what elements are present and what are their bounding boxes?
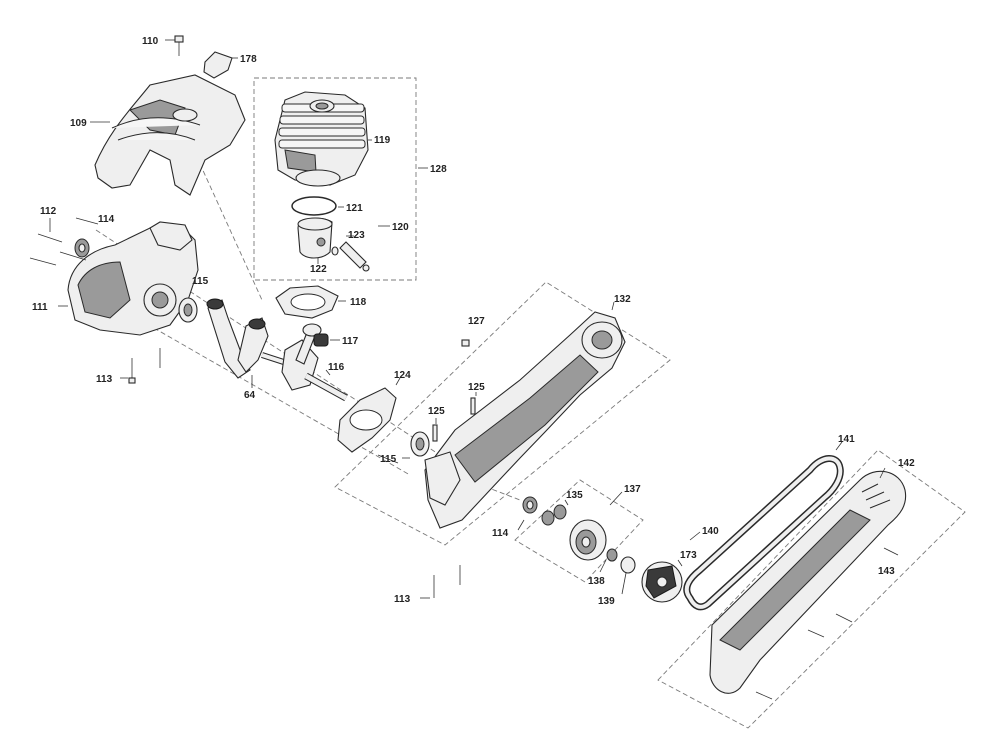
clutch-drum-137 [569,519,607,561]
label-114-right: 114 [492,528,509,539]
label-121: 121 [346,203,363,214]
label-113-right: 113 [394,594,411,605]
gasket-124 [337,377,401,453]
label-118: 118 [350,297,367,308]
screw-110 [165,35,184,56]
pins-115-right [377,454,399,464]
washer-139 [620,556,636,574]
piston-pin-123 [331,241,370,272]
needle-bearing-117 [313,333,340,347]
label-120: 120 [392,222,409,233]
piston-ring-121 [291,196,344,216]
label-135: 135 [566,490,583,501]
seal-114-left [74,238,90,258]
label-112: 112 [40,206,57,217]
crankcase-111 [58,221,199,336]
label-137: 137 [624,484,641,495]
label-178: 178 [240,54,257,65]
label-124: 124 [394,370,411,381]
label-110: 110 [142,36,159,47]
bearing-115-left [178,297,198,323]
group-box-132-arm [334,281,671,546]
label-128: 128 [430,164,447,175]
belt-141 [683,441,844,611]
label-64: 64 [244,390,256,401]
label-114-left: 114 [98,214,115,225]
label-122: 122 [310,264,327,275]
clutch-173 [641,559,683,603]
intake-64 [206,298,269,388]
seal-114-right [522,496,538,514]
plug-127 [461,339,470,347]
label-125-lower: 125 [428,406,445,417]
clip-178 [203,51,238,79]
label-123: 123 [348,230,365,241]
piston-122 [297,217,333,264]
label-115-left: 115 [192,276,209,287]
washer-138 [606,548,618,562]
screws-112 [29,217,99,266]
cylinder-119 [274,91,372,187]
washers-135 [541,504,567,526]
group-box-137-clutch [514,479,644,583]
label-173: 173 [680,550,697,561]
label-132: 132 [614,294,631,305]
label-140: 140 [702,526,719,537]
pins-125 [432,397,476,442]
screws-113-right [420,565,461,599]
cutting-arm-132 [424,301,626,529]
label-117: 117 [342,336,359,347]
label-115-right: 115 [380,454,397,465]
label-143: 143 [878,566,895,577]
label-139: 139 [598,596,615,607]
label-141: 141 [838,434,855,445]
label-138: 138 [588,576,605,587]
belt-guard-142 [709,467,907,694]
label-119: 119 [374,135,391,146]
screws-143 [755,547,899,700]
label-116: 116 [328,362,345,373]
label-142: 142 [898,458,915,469]
group-box-142-cover [657,449,966,729]
label-125-top: 125 [468,382,485,393]
leader-lines [90,121,701,595]
screws-113-left [120,348,161,384]
label-111: 111 [32,302,48,313]
label-127: 127 [468,316,485,327]
label-113-left: 113 [96,374,113,385]
label-109: 109 [70,118,87,129]
top-cover-109 [94,74,246,196]
bearing-115-right [410,431,430,457]
crankshaft-116 [261,323,348,402]
gasket-118 [275,285,346,319]
group-box-128 [253,77,417,281]
